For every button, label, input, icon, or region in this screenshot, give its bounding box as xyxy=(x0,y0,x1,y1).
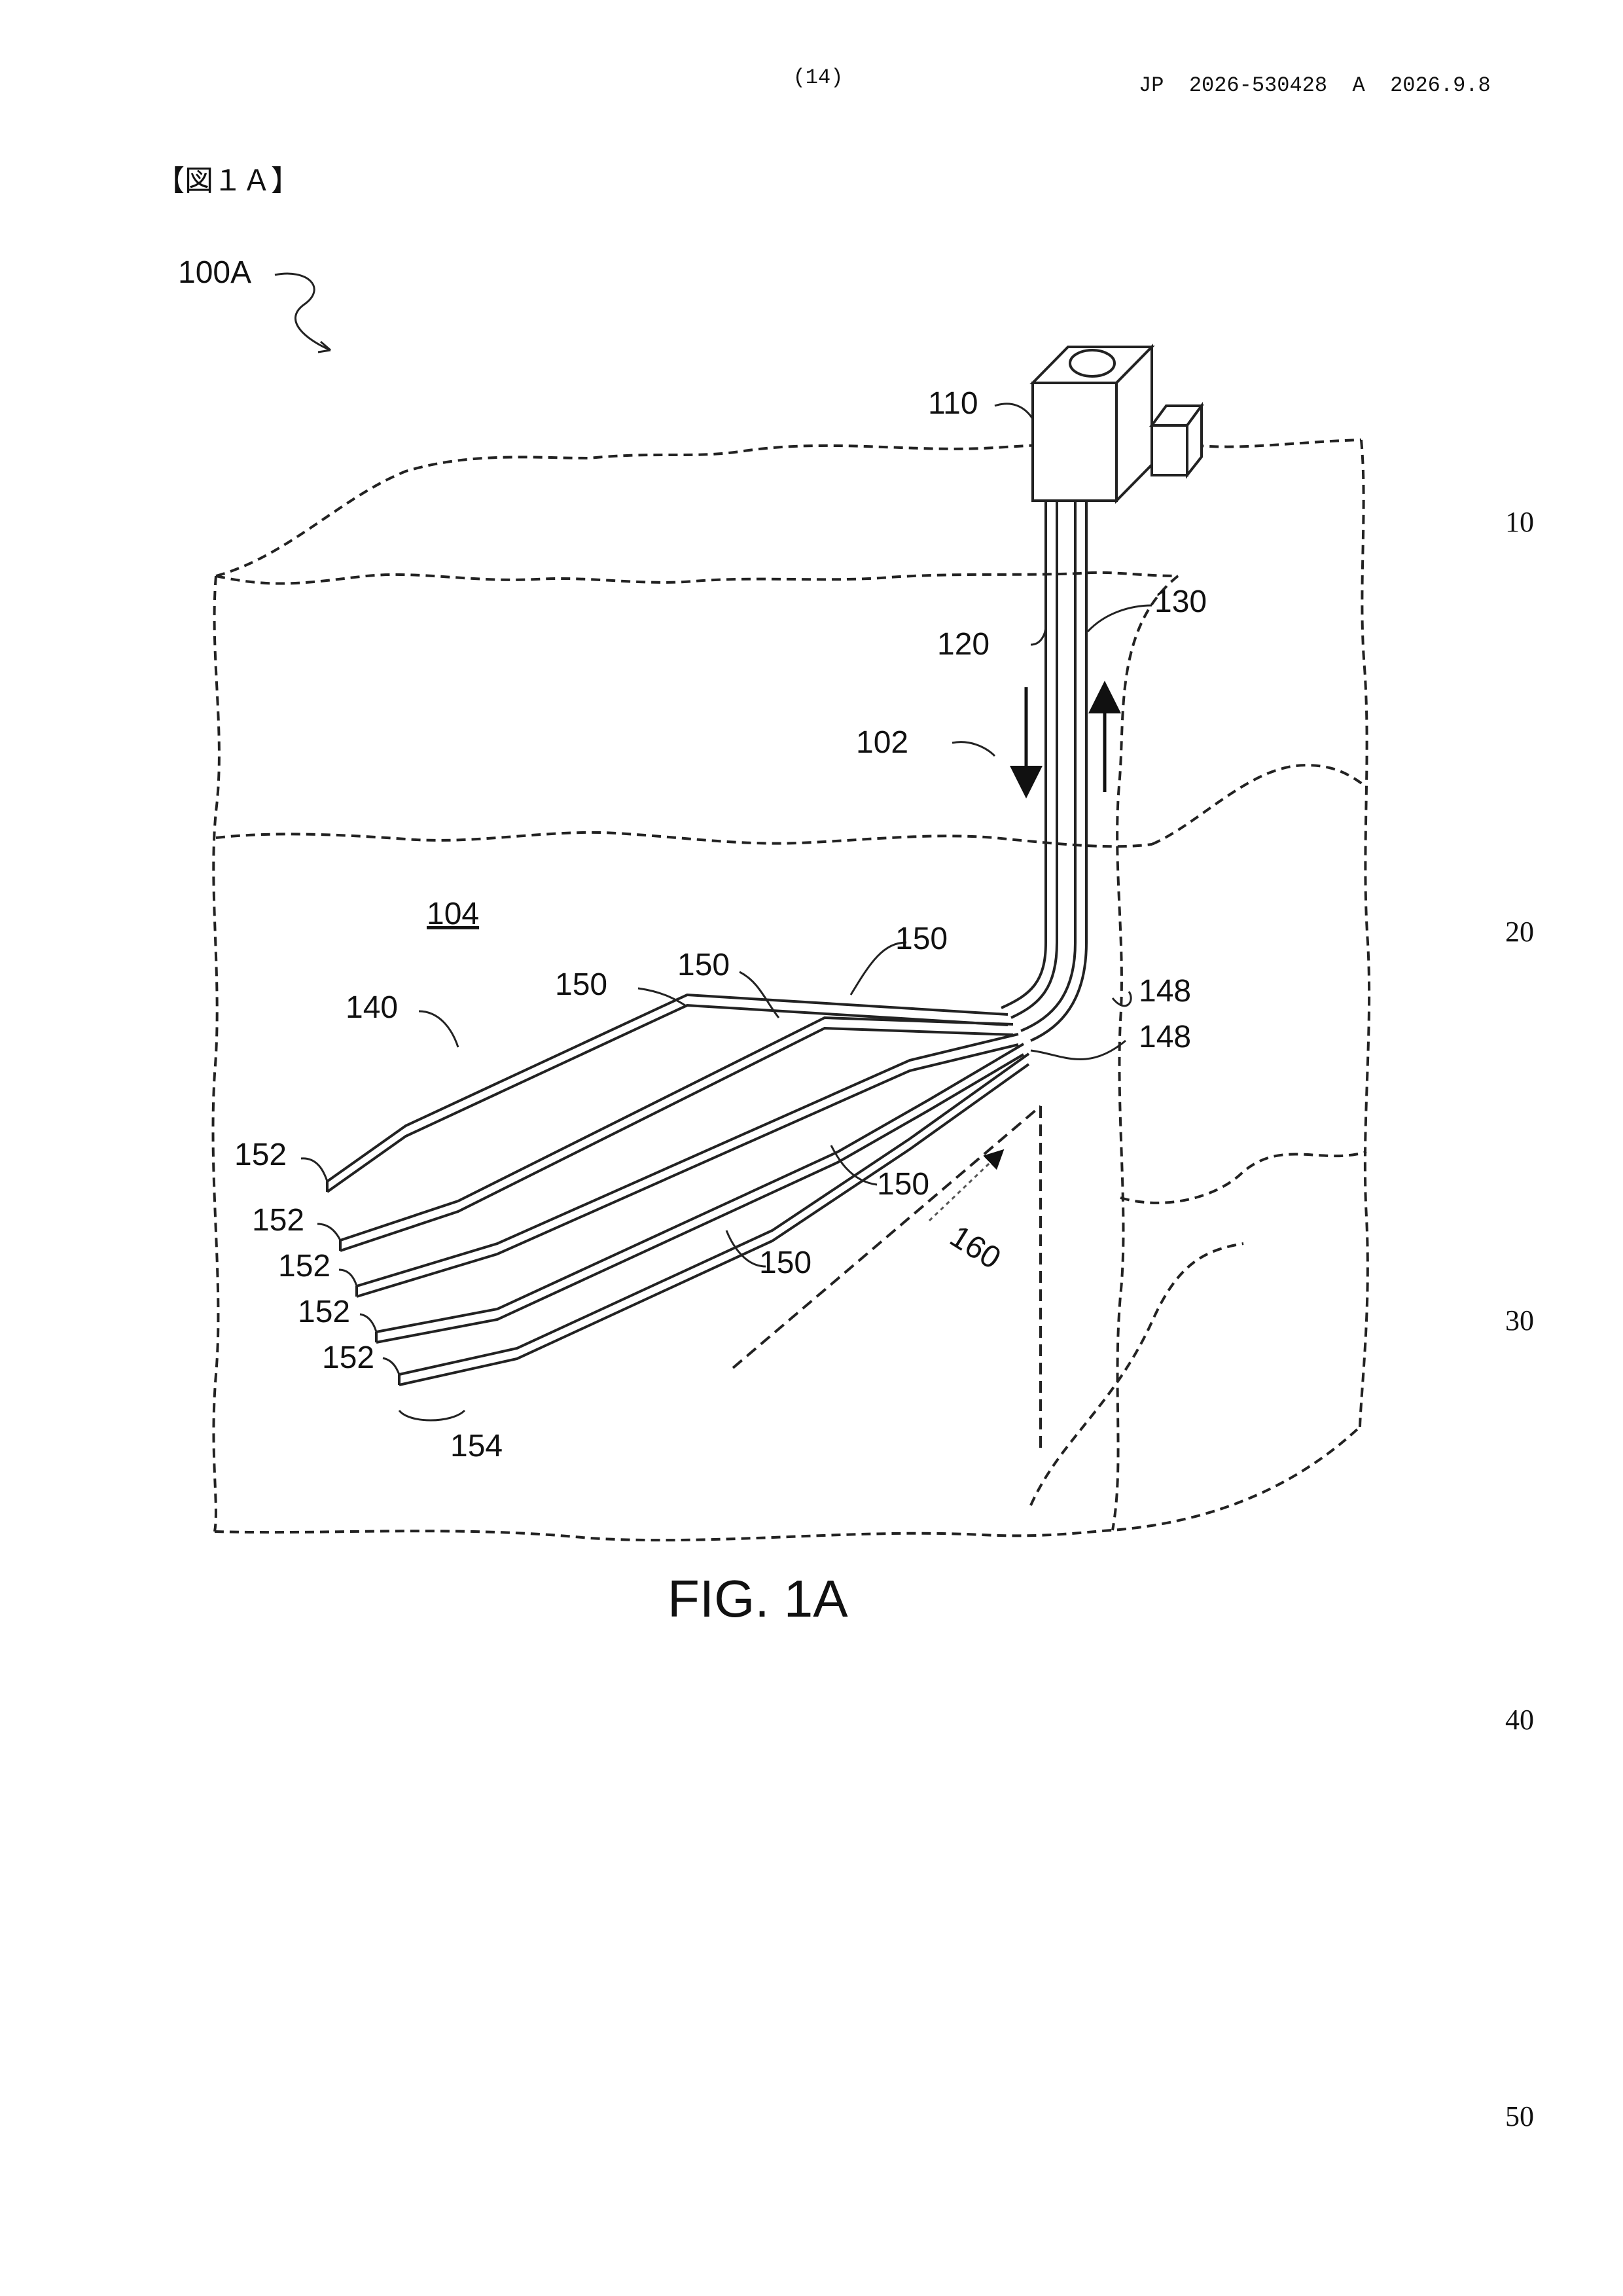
leader-system xyxy=(275,274,330,350)
lateral-pipe xyxy=(399,1064,1029,1385)
lateral-pipe xyxy=(357,1034,1018,1286)
label-150d: 150 xyxy=(877,1167,929,1202)
label-152-4: 152 xyxy=(298,1295,350,1329)
wellhead-front-face xyxy=(1033,383,1116,501)
label-150a: 150 xyxy=(555,967,607,1002)
label-104: 104 xyxy=(427,897,479,931)
leader-152-3 xyxy=(339,1270,357,1286)
stratum-boundary-front xyxy=(216,833,1152,846)
label-120: 120 xyxy=(937,627,990,662)
leader-102 xyxy=(952,742,995,756)
wellhead-port xyxy=(1070,350,1115,376)
stratum-boundary-inner xyxy=(1031,1244,1243,1505)
stratum-boundary-side xyxy=(1152,765,1364,844)
label-160: 160 xyxy=(944,1219,1007,1276)
vertical-well xyxy=(1001,501,1086,1041)
label-152-1: 152 xyxy=(234,1138,287,1172)
lateral-pipe xyxy=(340,1028,1013,1251)
direction-arrow xyxy=(929,1152,1001,1221)
leader-152-2 xyxy=(317,1224,340,1240)
label-110: 110 xyxy=(928,386,978,421)
block-bottom-edge xyxy=(215,1427,1360,1540)
leader-152-1 xyxy=(301,1158,327,1181)
block-right-back-edge xyxy=(1360,440,1369,1427)
leader-120 xyxy=(1031,625,1046,645)
leader-154 xyxy=(399,1410,465,1420)
leader-wellhead xyxy=(995,404,1033,419)
label-148b: 148 xyxy=(1139,1020,1191,1054)
leader-140 xyxy=(419,1011,458,1047)
label-152-3: 152 xyxy=(278,1249,330,1283)
label-152-5: 152 xyxy=(322,1340,374,1375)
label-102: 102 xyxy=(856,725,908,760)
lateral-pipe xyxy=(340,1018,1013,1240)
leader-152-4 xyxy=(360,1314,376,1332)
leader-130 xyxy=(1088,605,1152,632)
label-150c: 150 xyxy=(895,922,948,956)
figure-caption: FIG. 1A xyxy=(668,1570,848,1628)
leader-152-5 xyxy=(383,1358,399,1374)
block-left-edge xyxy=(213,576,219,1532)
label-130: 130 xyxy=(1154,584,1207,619)
label-150e: 150 xyxy=(759,1246,812,1280)
stratum-boundary-side-lower xyxy=(1120,1152,1366,1203)
auxiliary-unit-front xyxy=(1152,425,1187,475)
label-152-2: 152 xyxy=(252,1203,304,1238)
label-154: 154 xyxy=(450,1429,503,1463)
label-150b: 150 xyxy=(677,948,730,982)
label-100A: 100A xyxy=(178,255,251,290)
lateral-pipe xyxy=(327,1005,1008,1192)
label-140: 140 xyxy=(346,990,398,1025)
wellhead-unit xyxy=(1033,347,1202,501)
block-front-top-edge xyxy=(216,573,1178,584)
leader-148b xyxy=(1031,1041,1126,1059)
label-148a: 148 xyxy=(1139,974,1191,1009)
lateral-pipe xyxy=(399,1054,1029,1374)
